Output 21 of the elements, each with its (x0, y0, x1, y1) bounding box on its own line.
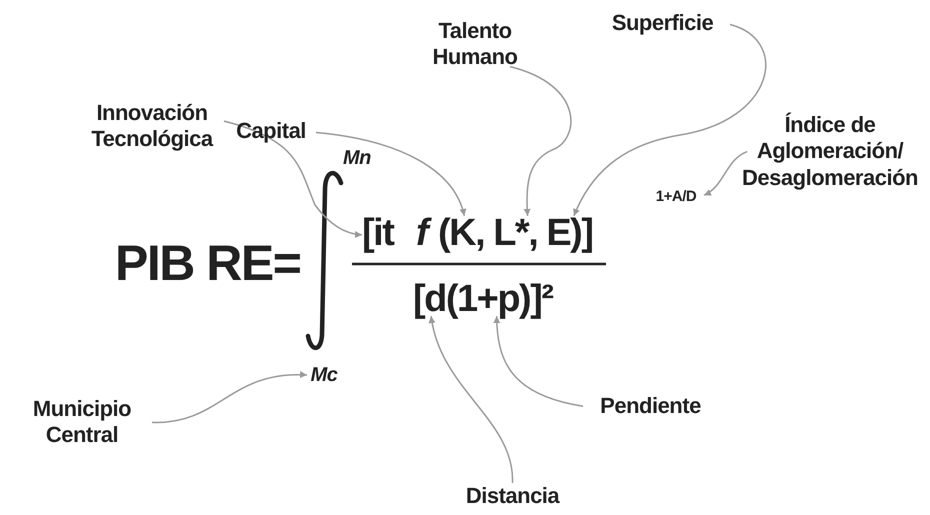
formula-text: [it (362, 214, 394, 252)
annotation-label: Talento Humano (425, 18, 525, 71)
formula-text: [d(1+p)]² (413, 280, 553, 318)
formula-text: (K, L*, E)] (438, 214, 592, 252)
leader-line (493, 316, 584, 407)
integral-limit: Mn (343, 148, 371, 168)
annotation-label: Índice de Aglomeración/ Desaglomeración (740, 112, 920, 192)
leader-line (429, 316, 514, 484)
annotation-label: Municipio Central (12, 396, 152, 449)
formula-text: PIB RE= (115, 238, 300, 288)
annotation-label: Pendiente (583, 393, 718, 420)
annotation-label: Distancia (450, 483, 575, 510)
leader-line (573, 24, 766, 216)
leader-line (316, 132, 466, 216)
formula-term: 1+A/D (648, 188, 704, 206)
leader-line (152, 371, 307, 424)
leader-line (704, 150, 748, 196)
annotation-label: Superficie (595, 10, 730, 36)
integral-limit: Mc (307, 363, 341, 387)
leader-line (510, 66, 572, 216)
leader-line (224, 120, 362, 238)
